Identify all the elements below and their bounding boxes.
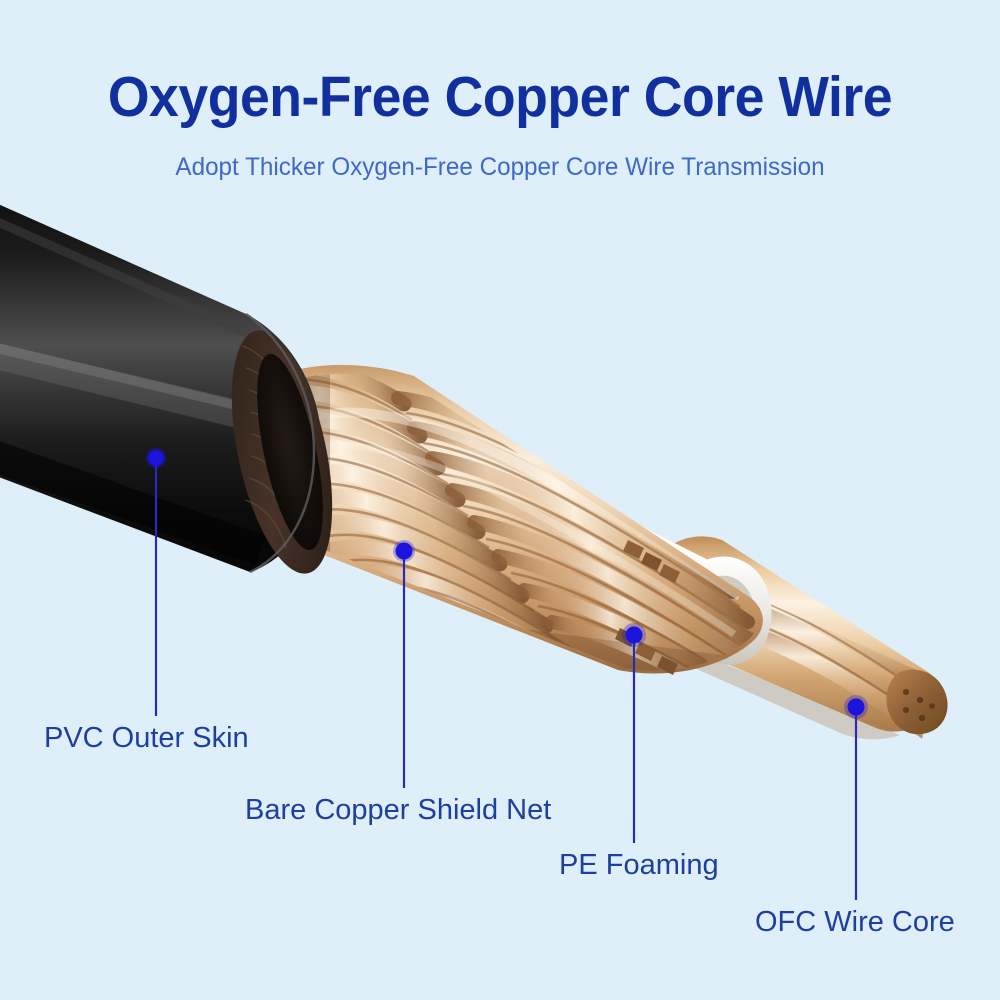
layer-pvc-outer-skin <box>0 204 333 574</box>
page-subtitle: Adopt Thicker Oxygen-Free Copper Core Wi… <box>175 153 825 181</box>
page-title: Oxygen-Free Copper Core Wire <box>107 65 893 129</box>
callout-label-pe-foaming: PE Foaming <box>559 849 719 881</box>
callout-label-pvc-outer-skin: PVC Outer Skin <box>44 722 249 754</box>
callout-label-bare-copper-shield-net: Bare Copper Shield Net <box>245 794 552 826</box>
callout-label-ofc-wire-core: OFC Wire Core <box>755 906 955 938</box>
